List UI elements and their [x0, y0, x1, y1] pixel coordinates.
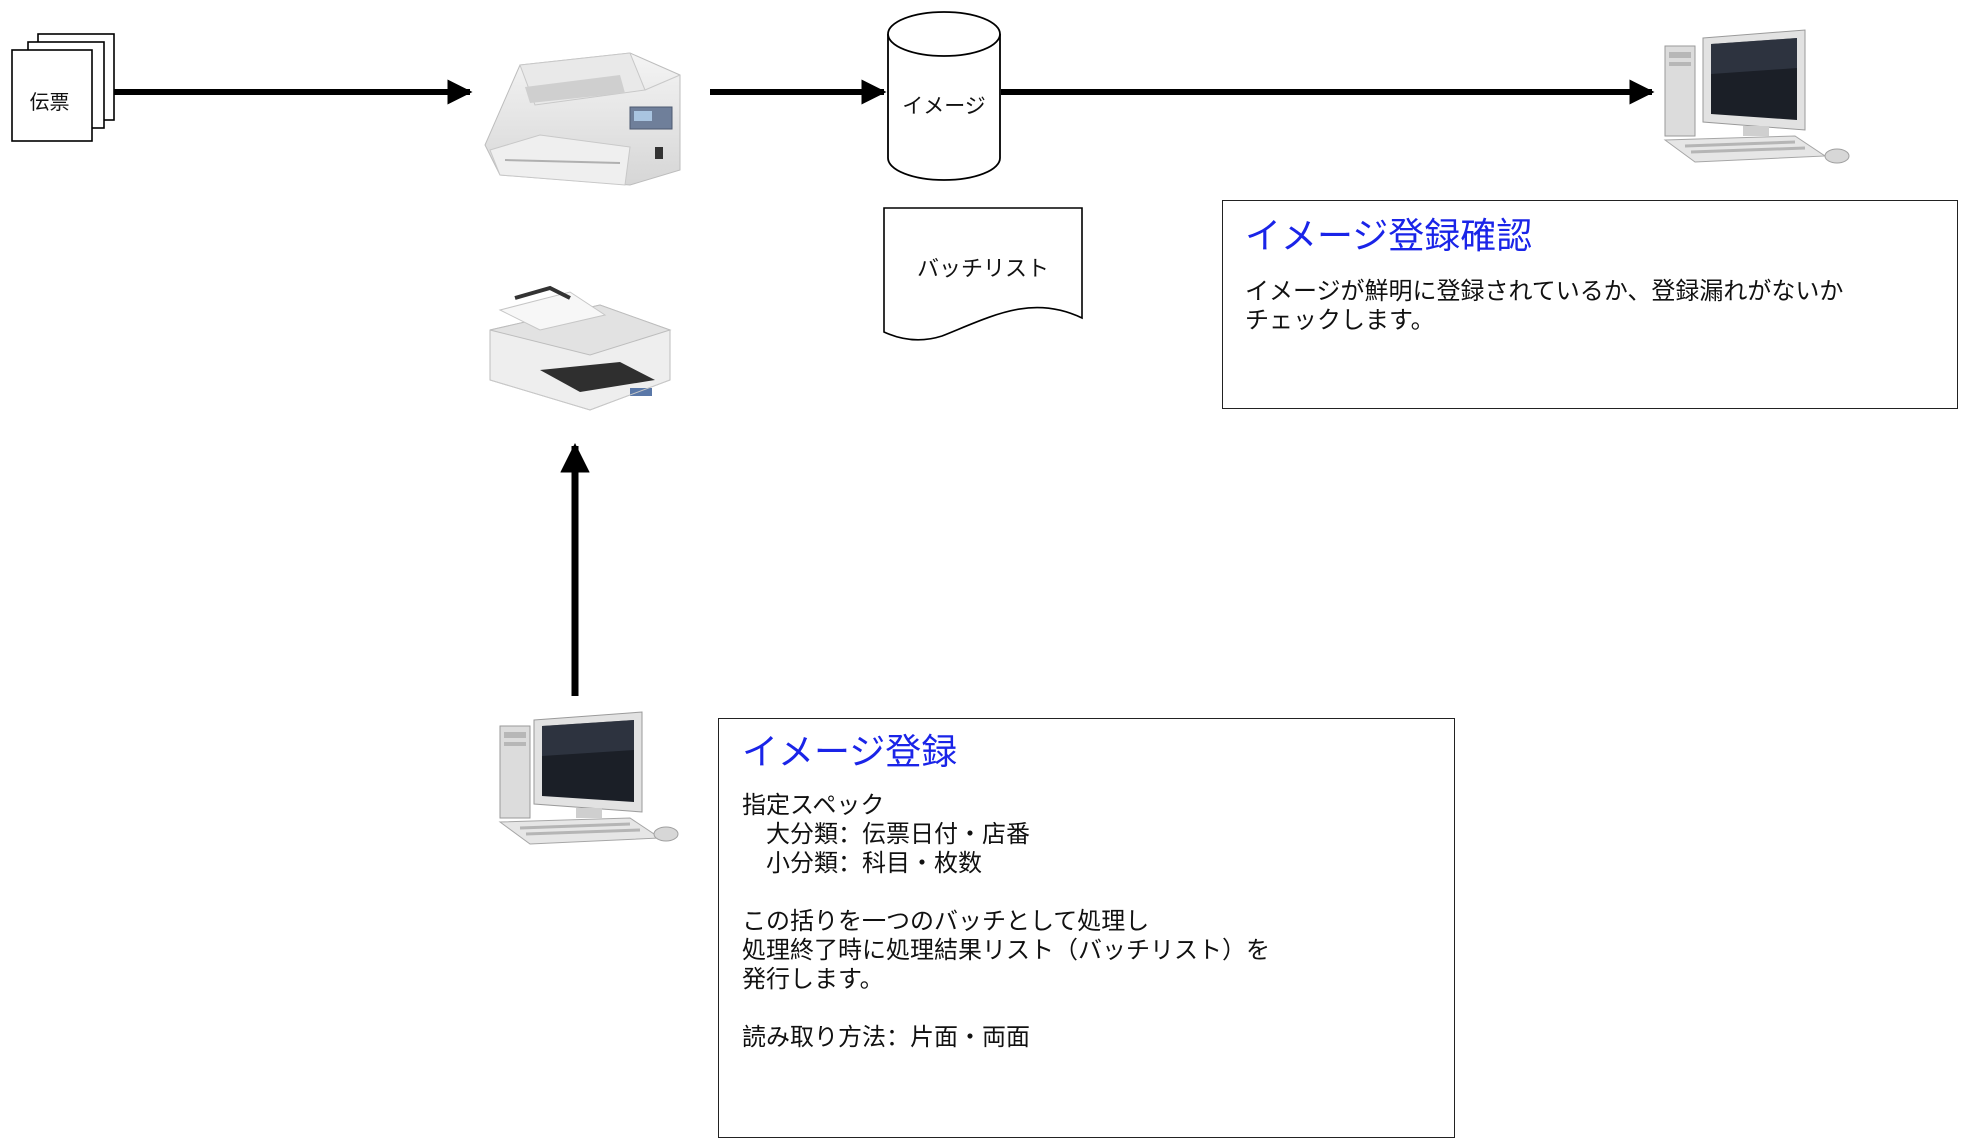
confirm-box-title: イメージ登録確認 [1245, 216, 1533, 257]
batch-list-label: バッチリスト [916, 257, 1049, 282]
confirm-box-body: イメージが鮮明に登録されているか、登録漏れがないか チェックします。 [1245, 277, 1844, 334]
document-stack-icon [11, 33, 115, 142]
image-store-label: イメージ [902, 94, 986, 118]
register-info-box: イメージ登録 指定スペック 大分類：伝票日付・店番 小分類：科目・枚数 この括り… [718, 718, 1455, 1138]
register-box-body: 指定スペック 大分類：伝票日付・店番 小分類：科目・枚数 この括りを一つのバッチ… [742, 791, 1270, 1051]
document-icon [883, 207, 1083, 341]
register-box-title: イメージ登録 [742, 732, 958, 773]
desktop-computer-icon [1663, 29, 1850, 164]
desktop-computer-icon [498, 711, 679, 845]
database-cylinder-icon [887, 11, 1001, 181]
flatbed-scanner-icon [489, 285, 672, 411]
sheetfed-scanner-icon [484, 52, 681, 186]
voucher-label: 伝票 [29, 90, 70, 114]
confirm-info-box: イメージ登録確認 イメージが鮮明に登録されているか、登録漏れがないか チェックし… [1222, 200, 1958, 409]
